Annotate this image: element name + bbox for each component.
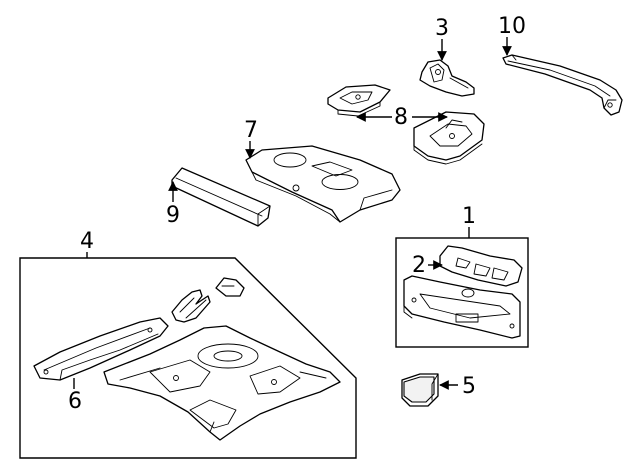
part-2-reinforcement (439, 245, 523, 287)
part-10-rail (502, 54, 623, 116)
assembly-4-frame (19, 257, 357, 459)
svg-text:3: 3 (435, 16, 449, 41)
svg-text:1: 1 (462, 204, 476, 229)
callout-7: 7 (244, 118, 258, 159)
part-4-floor-pan (103, 325, 341, 441)
callout-4: 4 (80, 229, 94, 258)
svg-text:7: 7 (244, 118, 258, 143)
part-7-package-shelf (245, 145, 401, 223)
part-3-bracket (419, 59, 475, 97)
assembly-1-frame (395, 237, 529, 348)
part-6-side-rail (33, 317, 169, 381)
callout-2: 2 (412, 253, 443, 278)
part-9-cross-member (171, 167, 271, 227)
callout-6: 6 (68, 378, 82, 414)
svg-text:6: 6 (68, 389, 82, 414)
callout-9: 9 (166, 181, 180, 228)
part-8-bracket-upper (327, 84, 391, 117)
callout-5: 5 (439, 374, 476, 399)
callout-8: 8 (356, 105, 448, 130)
part-5-cup (401, 373, 439, 407)
svg-text:8: 8 (394, 105, 408, 130)
svg-text:9: 9 (166, 203, 180, 228)
part-8-bracket-lower (413, 111, 485, 165)
svg-text:4: 4 (80, 229, 94, 254)
callout-10: 10 (498, 14, 526, 56)
svg-text:5: 5 (462, 374, 476, 399)
part-1-rear-panel (403, 275, 521, 339)
svg-text:2: 2 (412, 253, 426, 278)
part-4-small-bracket (215, 277, 245, 297)
part-4-y-brace (171, 289, 211, 323)
callout-3: 3 (435, 16, 449, 61)
svg-text:10: 10 (498, 14, 526, 39)
callout-1: 1 (462, 204, 476, 238)
